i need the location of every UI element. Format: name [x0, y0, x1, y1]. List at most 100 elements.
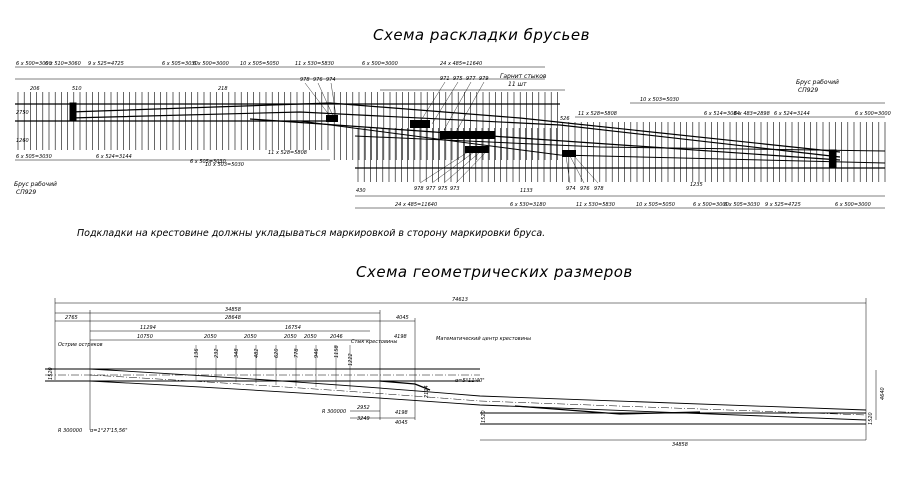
gap-mark: 526: [560, 116, 570, 122]
spacing-label: 6 x 524=3144: [774, 111, 810, 117]
offset-label: 232: [214, 348, 220, 358]
end-dim: 1133: [520, 188, 533, 194]
offset-label: 946: [314, 348, 320, 358]
end-dim: 1260: [16, 138, 29, 144]
marking-note: Подкладки на крестовине должны укладыват…: [77, 228, 546, 239]
offset-label: 1520: [48, 367, 54, 380]
spacing-label: 6 x 505=3030: [724, 202, 760, 208]
spacing-label: 9 x 525=4725: [88, 61, 124, 67]
spacing-label: 10 x 503=5030: [640, 97, 679, 103]
gap-mark: 206: [30, 86, 40, 92]
tie-layout-diagram: 6 x 500=3000 6 x 510=3060 9 x 525=4725 6…: [14, 61, 891, 209]
side-dim: 4640: [880, 387, 886, 400]
spacing-label: 11 x 528=5808: [268, 150, 307, 156]
spacing-label: 10 x 505=5050: [636, 202, 675, 208]
dim-label: 2050: [304, 334, 317, 340]
tie-mark: 975: [438, 186, 448, 192]
spacing-label: 11 x 528=5808: [578, 111, 617, 117]
end-dim: 430: [356, 188, 366, 194]
dim-label: 2050: [284, 334, 297, 340]
offset-label: 482: [254, 348, 260, 358]
spacing-label: 10 x 505=5050: [240, 61, 279, 67]
dim-label: 4198: [394, 334, 407, 340]
offset-label: 1158: [334, 345, 340, 358]
geometry-title: Схема геометрических размеров: [356, 263, 633, 281]
spacing-label: 6 x 530=3180: [510, 202, 546, 208]
tie-layout-title: Схема раскладки брусьев: [373, 26, 590, 44]
total-length: 74613: [452, 297, 468, 303]
bottom-dim: 2952: [357, 405, 370, 411]
spacing-label: 6 x 500=3000: [855, 111, 891, 117]
dim-label: 4045: [396, 315, 409, 321]
side-dim: 1520: [481, 410, 487, 423]
spacing-label: 6 x 514=3084: [704, 111, 740, 117]
tie-mark: 974: [326, 77, 336, 83]
joint-label: Гарнит стыков: [500, 73, 547, 80]
end-dim: 1235: [690, 182, 703, 188]
junction-label: Стык крестовины: [351, 339, 397, 345]
radius-label: R 300000: [322, 409, 346, 415]
offset-label: 778: [294, 348, 300, 358]
bottom-dim: 34858: [672, 442, 688, 448]
math-center-label: Математический центр крестовины: [436, 336, 531, 342]
tie-mark: 979: [479, 76, 489, 82]
tie-mark: 975: [453, 76, 463, 82]
dim-label: 28648: [225, 315, 241, 321]
gap-mark: 510: [72, 86, 82, 92]
dim-label: 2050: [244, 334, 257, 340]
tie-mark: 977: [426, 186, 436, 192]
spacing-label: 6 x 510=3060: [45, 61, 81, 67]
spacing-label: 11 x 530=5830: [295, 61, 334, 67]
offset-label: 1222: [348, 353, 354, 366]
end-dim: 2750: [16, 110, 29, 116]
tie-mark: 976: [580, 186, 590, 192]
tie-mark: 971: [440, 76, 450, 82]
spacing-label: 6 x 524=3144: [96, 154, 132, 160]
frog-point-label: Острие остряков: [58, 342, 103, 348]
beam-label-right: Брус рабочий: [796, 79, 839, 86]
dim-label: 10750: [137, 334, 153, 340]
tie-mark: 973: [450, 186, 460, 192]
tie-mark: 978: [414, 186, 424, 192]
spacing-label: 6 x 505=3030: [16, 154, 52, 160]
dim-label: 2046: [330, 334, 343, 340]
spacing-label: 6 x 500=3000: [16, 61, 52, 67]
dim-label: 11294: [140, 325, 156, 331]
spacing-label: 11 x 530=5830: [576, 202, 615, 208]
side-dim: 1520: [868, 412, 874, 425]
dim-label: 16754: [285, 325, 301, 331]
dim-label: 2765: [65, 315, 78, 321]
bottom-dim: 3249: [357, 416, 370, 422]
spacing-label: 6 x 505=3030: [162, 61, 198, 67]
gap-mark: 218: [218, 86, 228, 92]
tie-mark: 977: [466, 76, 476, 82]
spacing-label: 6 x 500=3000: [835, 202, 871, 208]
joint-count: 11 шт: [508, 81, 527, 88]
offset-label: 2114: [424, 385, 430, 398]
tie-mark: 978: [300, 77, 310, 83]
spacing-label: 9 x 525=4725: [765, 202, 801, 208]
bottom-dim: 4045: [395, 420, 408, 426]
angle-label: α=5°11'40": [455, 378, 485, 384]
angle-label: α=1°27'15,56": [90, 428, 128, 434]
spacing-label: 24 x 485=11640: [440, 61, 482, 67]
tie-mark: 974: [566, 186, 576, 192]
beam-code-right: СП929: [798, 87, 818, 94]
spacing-label: 6 x 500=3000: [362, 61, 398, 67]
spacing-label: 6 x 500=3000: [193, 61, 229, 67]
spacing-label: 10 x 503=5030: [205, 162, 244, 168]
dim-label: 34858: [225, 307, 241, 313]
tie-mark: 978: [594, 186, 604, 192]
spacing-label: 24 x 485=11640: [395, 202, 437, 208]
spacing-label: 6 x 505=3030: [190, 159, 226, 165]
radius-label: R 300000: [58, 428, 82, 434]
offset-label: 348: [234, 348, 240, 358]
spacing-label: 6 x 483=2898: [734, 111, 770, 117]
spacing-label: 6 x 500=3000: [693, 202, 729, 208]
beam-label-left: Брус рабочий: [14, 181, 57, 188]
dim-label: 2050: [204, 334, 217, 340]
offset-label: 620: [274, 348, 280, 358]
beam-code-left: СП929: [16, 189, 36, 196]
bottom-dim: 4198: [395, 410, 408, 416]
